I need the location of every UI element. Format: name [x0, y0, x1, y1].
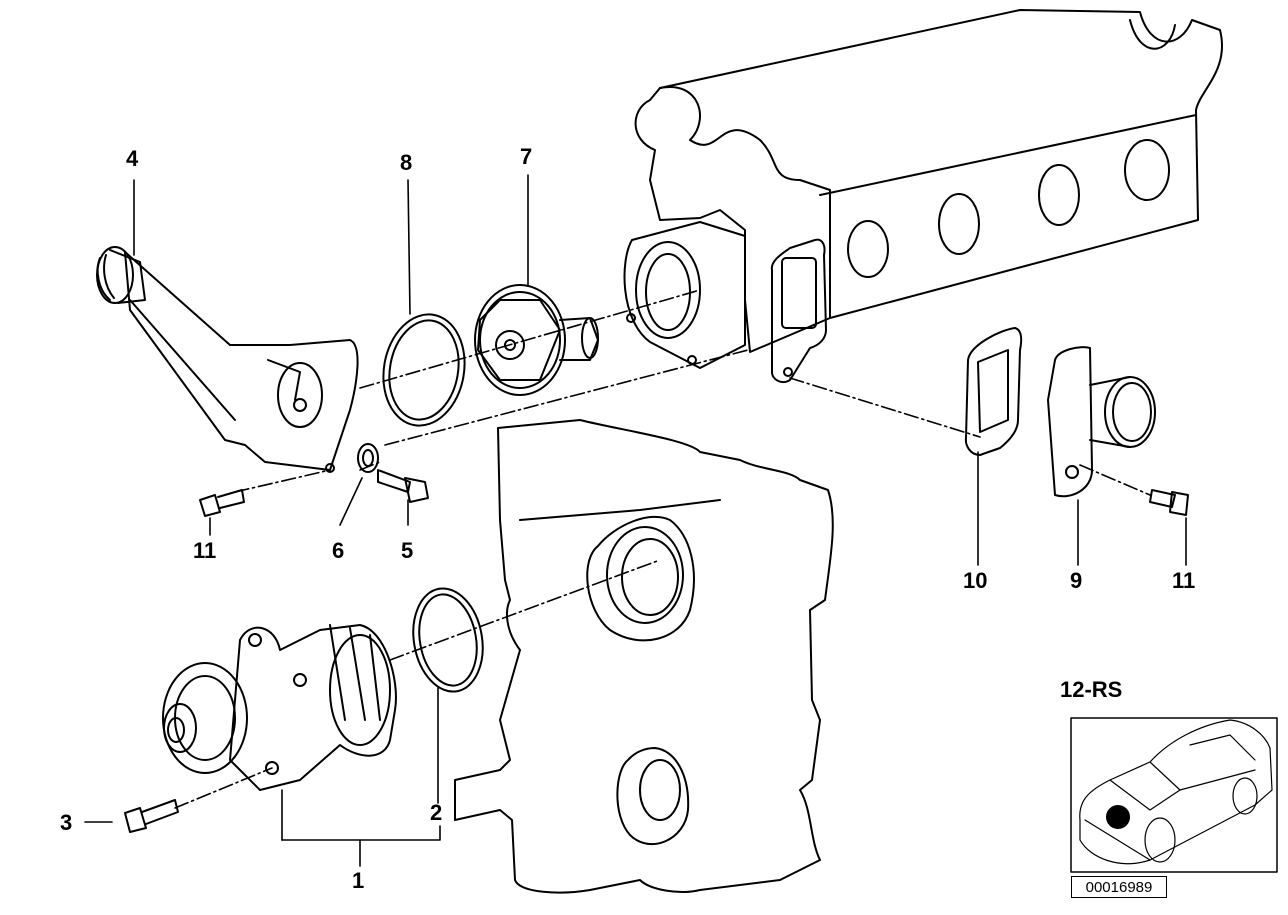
head-outlet-flange [770, 238, 827, 383]
alignment-lines [174, 289, 1151, 809]
callout-4: 4 [126, 146, 139, 171]
callout-1: 1 [352, 868, 365, 893]
location-marker-icon [1106, 805, 1130, 829]
thermostat [474, 284, 599, 396]
sealing-washer [357, 443, 379, 473]
leader-lines [84, 174, 1187, 867]
callout-10: 10 [963, 568, 988, 593]
section-code-label: 12-RS [1060, 677, 1123, 702]
vehicle-locator [1070, 717, 1278, 873]
bolt-5 [377, 469, 429, 503]
callout-11-left: 11 [193, 538, 217, 563]
reference-number: 00016989 [1071, 876, 1167, 898]
callout-2: 2 [430, 800, 443, 825]
bolt-3 [124, 799, 179, 833]
bolt-11-right [1149, 489, 1189, 516]
callout-3: 3 [60, 810, 73, 835]
thermostat-housing [623, 221, 746, 369]
callout-8: 8 [400, 150, 413, 175]
timing-cover [454, 419, 834, 894]
callout-6: 6 [332, 538, 345, 563]
callout-9: 9 [1070, 568, 1083, 593]
callout-5: 5 [401, 538, 414, 563]
bolt-11-left [199, 489, 245, 517]
o-ring-pump [412, 587, 484, 693]
cylinder-head [634, 9, 1223, 353]
callout-7: 7 [520, 144, 533, 169]
gasket-10 [964, 327, 1023, 456]
water-pump [162, 624, 397, 791]
callout-11-right: 11 [1172, 568, 1196, 593]
car-outline [1079, 719, 1273, 865]
o-ring-large-upper [382, 313, 466, 427]
water-pipe [96, 246, 359, 473]
